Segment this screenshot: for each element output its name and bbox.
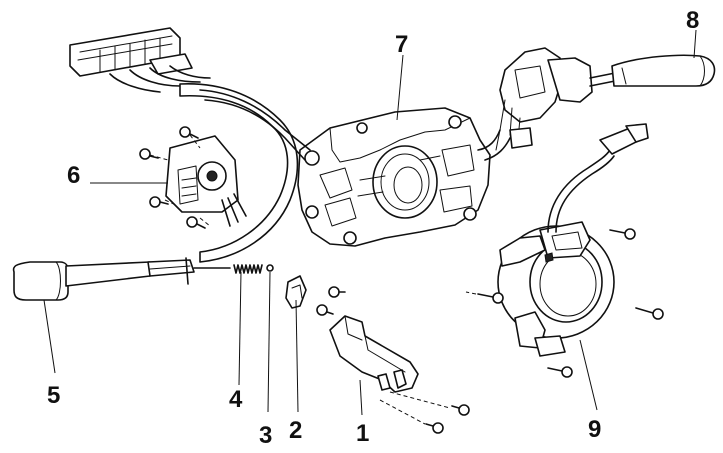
callout-1: 1 xyxy=(356,420,369,447)
spring xyxy=(233,264,263,274)
callout-5: 5 xyxy=(47,382,60,409)
screw xyxy=(179,126,199,139)
callout-9: 9 xyxy=(588,416,601,443)
callout-numbers: 1 2 3 4 5 6 7 8 9 xyxy=(47,7,699,449)
callout-2: 2 xyxy=(289,417,302,444)
leader-lines xyxy=(43,29,697,416)
wiper-switch-lever xyxy=(495,47,716,151)
screw xyxy=(139,148,159,160)
screw xyxy=(547,366,573,378)
leader-9 xyxy=(579,339,598,411)
leader-4 xyxy=(238,271,242,386)
leader-5 xyxy=(43,299,56,374)
bracket xyxy=(329,315,419,393)
callout-3: 3 xyxy=(259,422,272,449)
screw xyxy=(186,216,206,229)
callout-6: 6 xyxy=(67,162,80,189)
leader-2 xyxy=(295,299,299,413)
screw xyxy=(635,307,664,320)
screws-part-6 xyxy=(139,126,206,229)
turn-signal-lever xyxy=(12,257,231,301)
screw xyxy=(328,286,346,298)
leader-8 xyxy=(693,29,697,59)
callout-8: 8 xyxy=(686,7,699,34)
callout-7: 7 xyxy=(395,31,408,58)
screw xyxy=(425,422,444,434)
screw xyxy=(609,228,636,240)
clip xyxy=(285,275,307,309)
leader-1 xyxy=(359,379,363,416)
switch-module xyxy=(149,134,247,227)
clock-spring xyxy=(465,123,664,378)
screw xyxy=(477,292,504,304)
detent-ball xyxy=(266,264,274,272)
leader-7 xyxy=(396,54,404,121)
screw xyxy=(316,304,334,316)
screws-part-1 xyxy=(316,286,470,434)
screw xyxy=(149,196,169,208)
screw xyxy=(451,404,470,416)
combination-switch-housing xyxy=(297,107,511,247)
callout-4: 4 xyxy=(229,386,243,413)
leader-3 xyxy=(267,271,271,413)
wiring-harness xyxy=(69,27,311,263)
